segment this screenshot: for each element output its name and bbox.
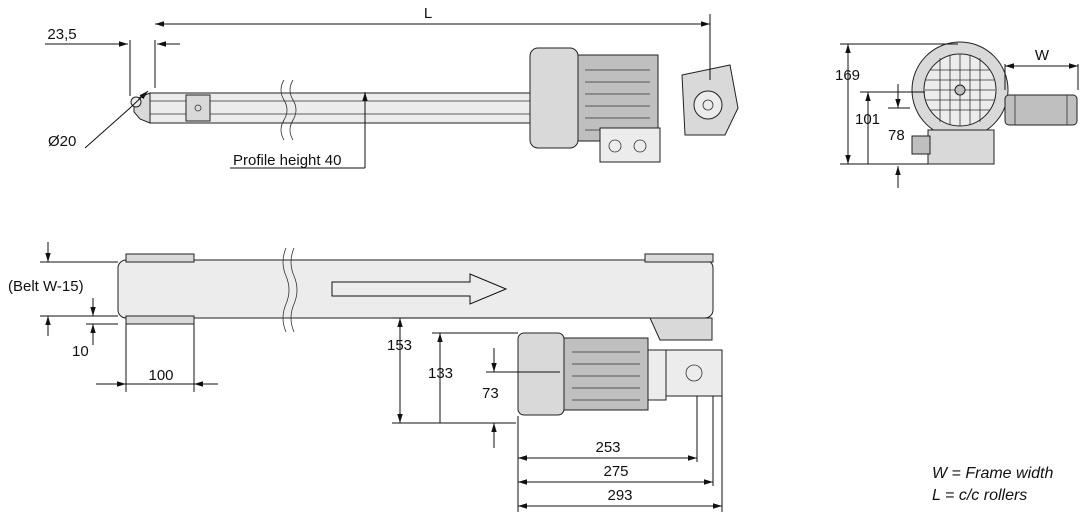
side-view: L 23,5 Ø20 Profile height 40 <box>45 5 739 169</box>
dim-169: 169 <box>835 67 860 84</box>
dim-78: 78 <box>888 127 905 144</box>
break-mark <box>282 247 290 333</box>
dim-133: 133 <box>428 365 453 382</box>
dim-profile-height: Profile height 40 <box>233 152 341 169</box>
dim-73: 73 <box>482 385 499 402</box>
motor-fins <box>577 54 659 142</box>
dim-101: 101 <box>855 111 880 128</box>
motor-body-top <box>517 332 565 416</box>
dim-belt-width: (Belt W-15) <box>8 278 84 295</box>
dim-293: 293 <box>607 487 632 504</box>
dim-W: W <box>1035 47 1050 64</box>
conveyor-beam <box>149 92 541 124</box>
dim-100: 100 <box>148 367 173 384</box>
gearbox-top <box>665 349 723 397</box>
end-view: W 169 101 78 <box>835 41 1079 188</box>
dim-L: L <box>424 5 432 22</box>
belt <box>117 259 714 319</box>
dim-275: 275 <box>603 463 628 480</box>
legend-w: W = Frame width <box>932 465 1053 482</box>
output-shaft <box>1004 94 1078 126</box>
top-view: (Belt W-15) 10 100 153 133 73 <box>8 242 723 512</box>
dim-153: 153 <box>387 337 412 354</box>
break-mark <box>290 247 298 333</box>
dim-diameter: Ø20 <box>48 133 76 150</box>
legend-l: L = c/c rollers <box>932 487 1027 504</box>
motor-body <box>529 47 579 149</box>
dim-10: 10 <box>72 343 89 360</box>
break-mark <box>289 79 297 141</box>
dim-253: 253 <box>595 439 620 456</box>
motor-mount <box>927 129 995 165</box>
dim-23-5: 23,5 <box>47 26 76 43</box>
motor-fins-top <box>563 337 649 411</box>
direction-arrow <box>331 273 508 305</box>
break-mark <box>280 79 288 141</box>
